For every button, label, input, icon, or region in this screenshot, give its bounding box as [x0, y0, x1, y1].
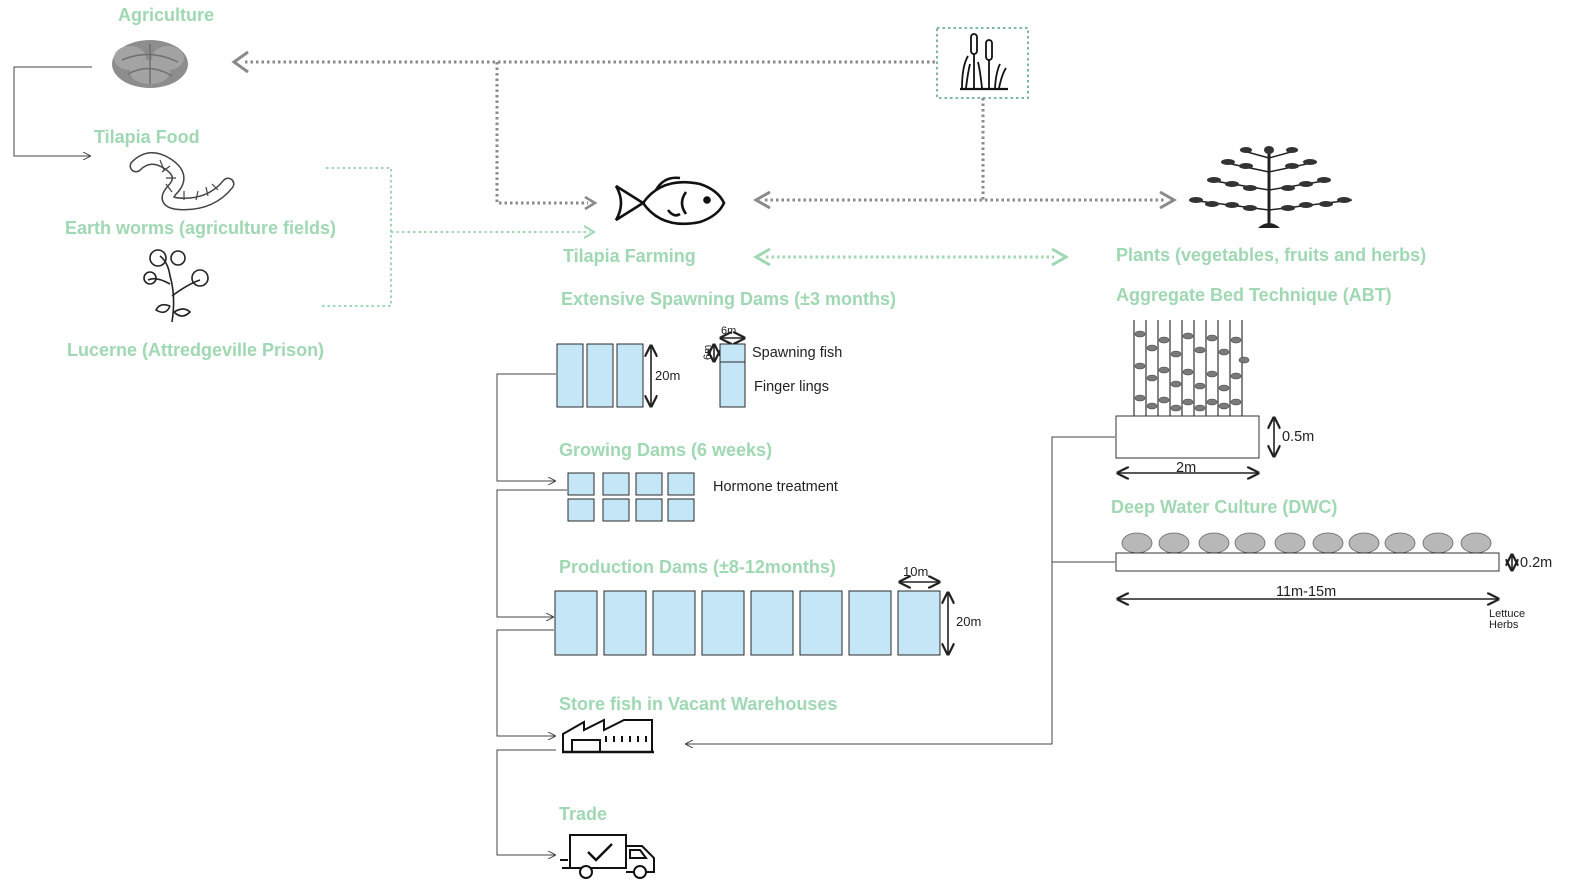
growing-dam: [567, 472, 595, 496]
dwc-lettuce: [1121, 532, 1492, 554]
growing-dam: [635, 472, 663, 496]
fish-icon: [614, 176, 726, 226]
abt-height-label: 0.5m: [1282, 429, 1314, 445]
cabbage-icon: [112, 40, 188, 88]
growing-dams: [567, 472, 695, 522]
production-dam: [848, 590, 892, 656]
plants-to-warehouse-connector: [686, 436, 1115, 744]
growing-dams-label: Growing Dams (6 weeks): [559, 440, 772, 460]
agriculture-arrowhead: [231, 50, 249, 74]
growing-dam: [667, 498, 695, 522]
growing-dam: [567, 498, 595, 522]
abt-bed: [1115, 415, 1260, 459]
fish-in-arrowhead: [584, 195, 598, 211]
production-dam: [701, 590, 745, 656]
lucerne-label: Lucerne (Attredgeville Prison): [67, 340, 324, 360]
exchange-left-arrowhead: [752, 247, 771, 267]
spawning-dams: [556, 343, 644, 408]
abt-plants: [1133, 320, 1250, 416]
hormone-treatment-label: Hormone treatment: [713, 479, 838, 495]
food-to-fish-arrowhead: [583, 225, 596, 239]
earthworm-icon: [129, 152, 235, 211]
food-bracket-connector: [322, 167, 392, 307]
agriculture-to-food-connector: [13, 66, 92, 156]
detail-height-label: 6m: [702, 345, 714, 360]
tilapia-farming-label: Tilapia Farming: [563, 246, 696, 266]
detail-width-label: 6m: [721, 325, 736, 337]
store-to-trade-connector: [496, 749, 556, 855]
delivery-truck-icon: [560, 834, 655, 879]
production-height-label: 20m: [956, 614, 981, 629]
growing-dam: [667, 472, 695, 496]
dwc-label: Deep Water Culture (DWC): [1111, 497, 1337, 517]
herbs-label: Herbs: [1489, 619, 1519, 631]
plant-tree-icon: [1189, 146, 1353, 228]
production-dam: [554, 590, 598, 656]
dwc-tank: [1115, 552, 1500, 572]
production-dams-label: Production Dams (±8-12months): [559, 557, 836, 577]
to-fish-arrowhead: [752, 190, 771, 210]
production-width-label: 10m: [903, 564, 928, 579]
growing-to-production-connector: [496, 489, 567, 617]
to-plants-arrowhead: [1159, 190, 1178, 210]
production-dam: [897, 590, 941, 656]
spawning-detail-dam: [719, 343, 746, 408]
agriculture-to-fish-connector: [495, 62, 588, 205]
growing-dam: [635, 498, 663, 522]
dwc-height-label: 0.2m: [1520, 555, 1552, 571]
production-dams: [554, 590, 941, 656]
production-to-store-connector: [496, 629, 555, 736]
spawning-dam: [616, 343, 644, 408]
reeds-icon: [960, 33, 1008, 91]
production-dam: [603, 590, 647, 656]
spawning-fish-label: Spawning fish: [752, 345, 842, 361]
production-dam: [799, 590, 843, 656]
abt-label: Aggregate Bed Technique (ABT): [1116, 285, 1392, 305]
exchange-right-arrowhead: [1051, 247, 1070, 267]
dwc-length-label: 11m-15m: [1276, 584, 1336, 600]
production-dam: [652, 590, 696, 656]
growing-dam: [602, 472, 630, 496]
spawning-height-label: 20m: [655, 368, 680, 383]
store-fish-label: Store fish in Vacant Warehouses: [559, 694, 837, 714]
finger-lings-label: Finger lings: [754, 379, 829, 395]
reeds-box: [936, 27, 1029, 99]
spawning-dams-label: Extensive Spawning Dams (±3 months): [561, 289, 896, 309]
lucerne-plant-icon: [143, 249, 209, 323]
plants-label: Plants (vegetables, fruits and herbs): [1116, 245, 1426, 265]
agriculture-label: Agriculture: [118, 5, 214, 25]
warehouse-icon: [562, 718, 654, 754]
trade-label: Trade: [559, 804, 607, 824]
production-dam: [750, 590, 794, 656]
tilapia-food-label: Tilapia Food: [94, 127, 200, 147]
earth-worms-label: Earth worms (agriculture fields): [65, 218, 336, 238]
abt-width-label: 2m: [1176, 460, 1196, 476]
spawning-dam: [556, 343, 584, 408]
spawning-dam: [586, 343, 614, 408]
lettuce-label: Lettuce: [1489, 608, 1525, 620]
growing-dam: [602, 498, 630, 522]
spawning-to-growing-connector: [496, 373, 556, 481]
